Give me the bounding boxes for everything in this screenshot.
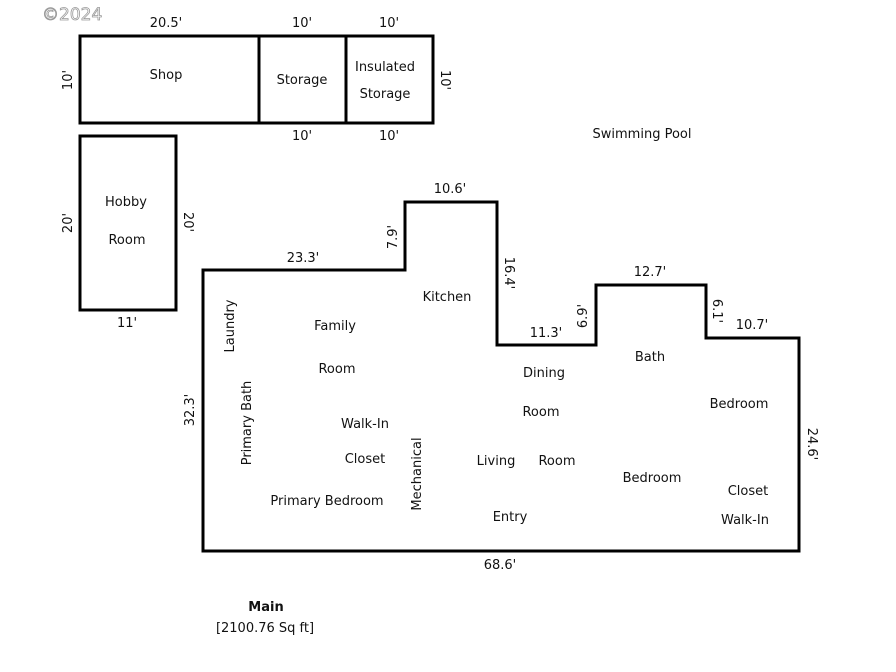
room-insulated-storage-line1: Insulated [355, 60, 415, 75]
dim-main: 68.6' [484, 558, 517, 573]
dim-main: 12.7' [634, 265, 667, 280]
room-closet: Closet [728, 484, 769, 499]
room-primary-bath: Primary Bath [240, 381, 255, 466]
dim-main: 32.3' [183, 394, 198, 427]
dim-hobby-right: 20' [180, 212, 195, 232]
room-walkin-east: Walk-In [721, 513, 769, 528]
room-walkin-line1: Walk-In [341, 417, 389, 432]
room-walkin-line2: Closet [345, 452, 386, 467]
room-bath: Bath [635, 350, 665, 365]
room-insulated-storage-line2: Storage [360, 87, 411, 102]
dim-main: 10.7' [736, 318, 769, 333]
dim-main: 11.3' [530, 326, 563, 341]
dim-storage-top: 10' [292, 16, 312, 31]
dim-outbuilding-right: 10' [437, 70, 452, 90]
dim-insulated-top: 10' [379, 16, 399, 31]
room-shop: Shop [150, 68, 183, 83]
room-hobby-line2: Room [108, 233, 145, 248]
room-bedroom-east: Bedroom [710, 397, 769, 412]
caption-title: Main [248, 600, 283, 615]
dim-main: 6.9' [576, 304, 591, 328]
room-primary-bedroom: Primary Bedroom [270, 494, 383, 509]
copyright-watermark: ©2024 [42, 5, 102, 25]
dim-main: 23.3' [287, 251, 320, 266]
room-dining-line2: Room [522, 405, 559, 420]
label-swimming-pool: Swimming Pool [593, 127, 692, 142]
dim-insulated-bottom: 10' [379, 129, 399, 144]
room-dining-line1: Dining [523, 366, 565, 381]
room-kitchen: Kitchen [423, 290, 472, 305]
room-family-line1: Family [314, 319, 356, 334]
room-family-line2: Room [318, 362, 355, 377]
room-bedroom-south: Bedroom [623, 471, 682, 486]
dim-hobby-left: 20' [61, 213, 76, 233]
room-living-line1: Living [477, 454, 516, 469]
dim-outbuilding-left: 10' [61, 70, 76, 90]
dim-main: 16.4' [501, 257, 516, 290]
dim-hobby-bottom: 11' [117, 316, 137, 331]
dim-storage-bottom: 10' [292, 129, 312, 144]
dim-main: 10.6' [434, 182, 467, 197]
room-living-line2: Room [538, 454, 575, 469]
dim-main: 6.1' [709, 299, 724, 323]
dim-shop-top: 20.5' [150, 16, 183, 31]
dim-main: 7.9' [386, 225, 401, 249]
room-storage: Storage [277, 73, 328, 88]
caption-area: [2100.76 Sq ft] [216, 621, 314, 636]
main-house-outline [201, 200, 801, 553]
room-mechanical: Mechanical [410, 437, 425, 510]
room-laundry: Laundry [223, 299, 238, 352]
outbuilding-outline [78, 34, 435, 125]
room-hobby-line1: Hobby [105, 195, 147, 210]
room-entry: Entry [493, 510, 528, 525]
hobby-room-outline [78, 134, 178, 312]
dim-main: 24.6' [804, 428, 819, 461]
